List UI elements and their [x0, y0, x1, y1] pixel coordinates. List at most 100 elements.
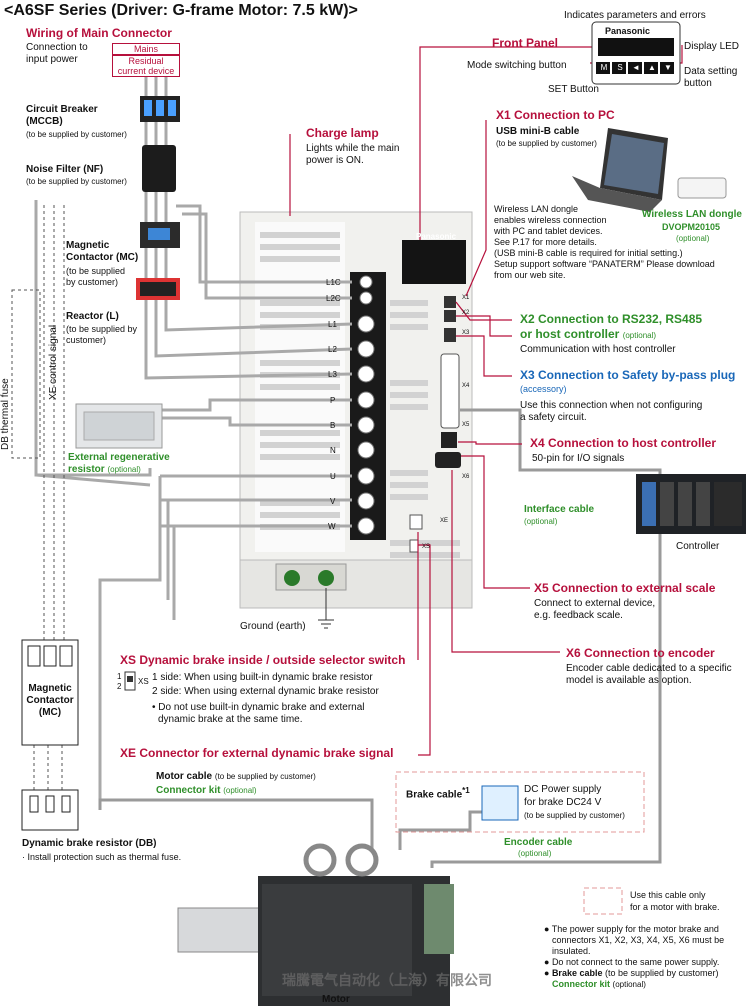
x5-desc1: Connect to external device,	[534, 598, 656, 609]
driver-brand: Panasonic	[416, 232, 457, 241]
noise-filter	[142, 145, 176, 192]
term-l1: L1	[328, 320, 337, 329]
watermark: 瑞騰電气自动化（上海）有限公司	[282, 973, 492, 989]
xs-line2: 2 side: When using external dynamic brak…	[152, 686, 379, 697]
term-p: P	[330, 396, 336, 405]
data-setting-label: Data setting button	[684, 66, 738, 89]
x6-heading: X6 Connection to encoder	[566, 646, 715, 660]
brake-dc2: for brake DC24 V	[524, 797, 602, 808]
controller-label: Controller	[676, 541, 720, 552]
x1-heading: X1 Connection to PC	[496, 108, 615, 122]
nf-name: Noise Filter (NF)	[26, 164, 104, 175]
display-led-label: Display LED	[684, 41, 740, 52]
ground-label: Ground (earth)	[240, 621, 306, 632]
mains-label: Mains	[112, 43, 180, 55]
xs-line4: dynamic brake at the same time.	[158, 714, 303, 725]
motor-cable-label: Motor cable (to be supplied by customer)	[156, 771, 316, 782]
dongle-part: DVOPM20105	[662, 222, 721, 232]
db-box	[21, 789, 79, 831]
controller-image	[636, 474, 746, 534]
mc-name: Magnetic Contactor (MC)	[66, 240, 139, 263]
laptop-image	[572, 128, 668, 212]
xs-line1: 1 side: When using built-in dynamic brak…	[152, 672, 373, 683]
x1-usb-note: (to be supplied by customer)	[496, 139, 597, 148]
indicates-label: Indicates parameters and errors	[564, 10, 706, 21]
front-panel-image	[591, 21, 681, 85]
panel-brand: Panasonic	[605, 26, 651, 36]
xe-signal-label: XE control signal	[48, 324, 59, 400]
conn-x3: X3	[462, 330, 470, 336]
xs-sw2: 2	[117, 682, 122, 691]
x4-desc: 50-pin for I/O signals	[532, 453, 625, 464]
legend-dashed-box	[583, 887, 623, 915]
xe-heading: XE Connector for external dynamic brake …	[120, 746, 394, 760]
panel-keys: M S ◄ ▲ ▼	[600, 63, 672, 72]
dongle-opt: (optional)	[676, 234, 710, 243]
interface-cable-opt: (optional)	[524, 517, 558, 526]
term-l2: L2	[328, 345, 337, 354]
term-v: V	[330, 497, 336, 506]
term-l3: L3	[328, 370, 337, 379]
encoder-cable-opt: (optional)	[518, 849, 552, 858]
xs-sw1: 1	[117, 672, 122, 681]
wiring-heading: Wiring of Main Connector	[26, 26, 172, 40]
x1-usb: USB mini-B cable	[496, 126, 580, 137]
conn-x5: X5	[462, 422, 470, 428]
term-l1c: L1C	[326, 278, 341, 287]
brake-dc1: DC Power supply	[524, 784, 602, 795]
reactor	[136, 278, 180, 300]
x3-desc2: a safety circuit.	[520, 412, 587, 423]
mc-box	[21, 639, 79, 746]
wlan-dongle-image	[677, 177, 727, 199]
reactor-name: Reactor (L)	[66, 311, 119, 322]
legend-text1: Use this cable only	[630, 890, 706, 900]
leader-lines	[289, 45, 683, 756]
circuit-breaker	[140, 96, 180, 122]
notes-block: ● The power supply for the motor brake a…	[544, 924, 725, 989]
x2-heading2: or host controller (optional)	[520, 327, 657, 341]
brake-dashed-box	[395, 771, 645, 833]
charge-lamp-desc2: power is ON.	[306, 155, 364, 166]
xs-sw-label: XS	[138, 677, 149, 686]
term-w: W	[328, 522, 336, 531]
xs-heading: XS Dynamic brake inside / outside select…	[120, 653, 406, 667]
encoder-cable: Encoder cable	[504, 837, 573, 848]
reactor-note: (to be supplied by customer)	[66, 324, 138, 345]
conn-x2: X2	[462, 310, 470, 316]
servo-driver	[239, 211, 473, 609]
brake-cable-label: Brake cable*1	[406, 786, 470, 801]
brake-dc-note: (to be supplied by customer)	[524, 811, 625, 820]
x5-heading: X5 Connection to external scale	[534, 581, 716, 595]
conn-x1: X1	[462, 295, 470, 301]
term-u: U	[330, 472, 336, 481]
charge-lamp-desc1: Lights while the main	[306, 143, 400, 154]
db-name: Dynamic brake resistor (DB)	[22, 838, 157, 849]
dongle-name: Wireless LAN dongle	[642, 209, 742, 220]
regen-name: External regenerative resistor (optional…	[68, 452, 170, 475]
x6-desc1: Encoder cable dedicated to a specific	[566, 663, 732, 674]
term-l2c: L2C	[326, 294, 341, 303]
charge-lamp-heading: Charge lamp	[306, 126, 379, 140]
term-n: N	[330, 446, 336, 455]
connection-desc: Connection to input power	[26, 42, 88, 65]
rcd-label: Residual current device	[112, 55, 180, 77]
x4-heading: X4 Connection to host controller	[530, 436, 717, 450]
dc-power-supply	[481, 785, 519, 821]
regen-resistor	[75, 403, 163, 449]
ground-symbol	[318, 588, 334, 629]
x2-heading1: X2 Connection to RS232, RS485	[520, 312, 703, 326]
mccb-name: Circuit Breaker (MCCB)	[26, 104, 98, 127]
conn-x4: X4	[462, 383, 470, 389]
mccb-note: (to be supplied by customer)	[26, 130, 127, 139]
mode-switch-label: Mode switching button	[467, 60, 567, 71]
conn-xe: XE	[440, 518, 449, 524]
x5-desc2: e.g. feedback scale.	[534, 610, 623, 621]
magnetic-contactor	[140, 222, 180, 248]
db-note: · Install protection such as thermal fus…	[22, 852, 182, 862]
legend-text2: for a motor with brake.	[630, 902, 720, 912]
motor-image	[177, 843, 454, 1006]
x2-desc: Communication with host controller	[520, 344, 676, 355]
conn-x6: X6	[462, 474, 470, 480]
